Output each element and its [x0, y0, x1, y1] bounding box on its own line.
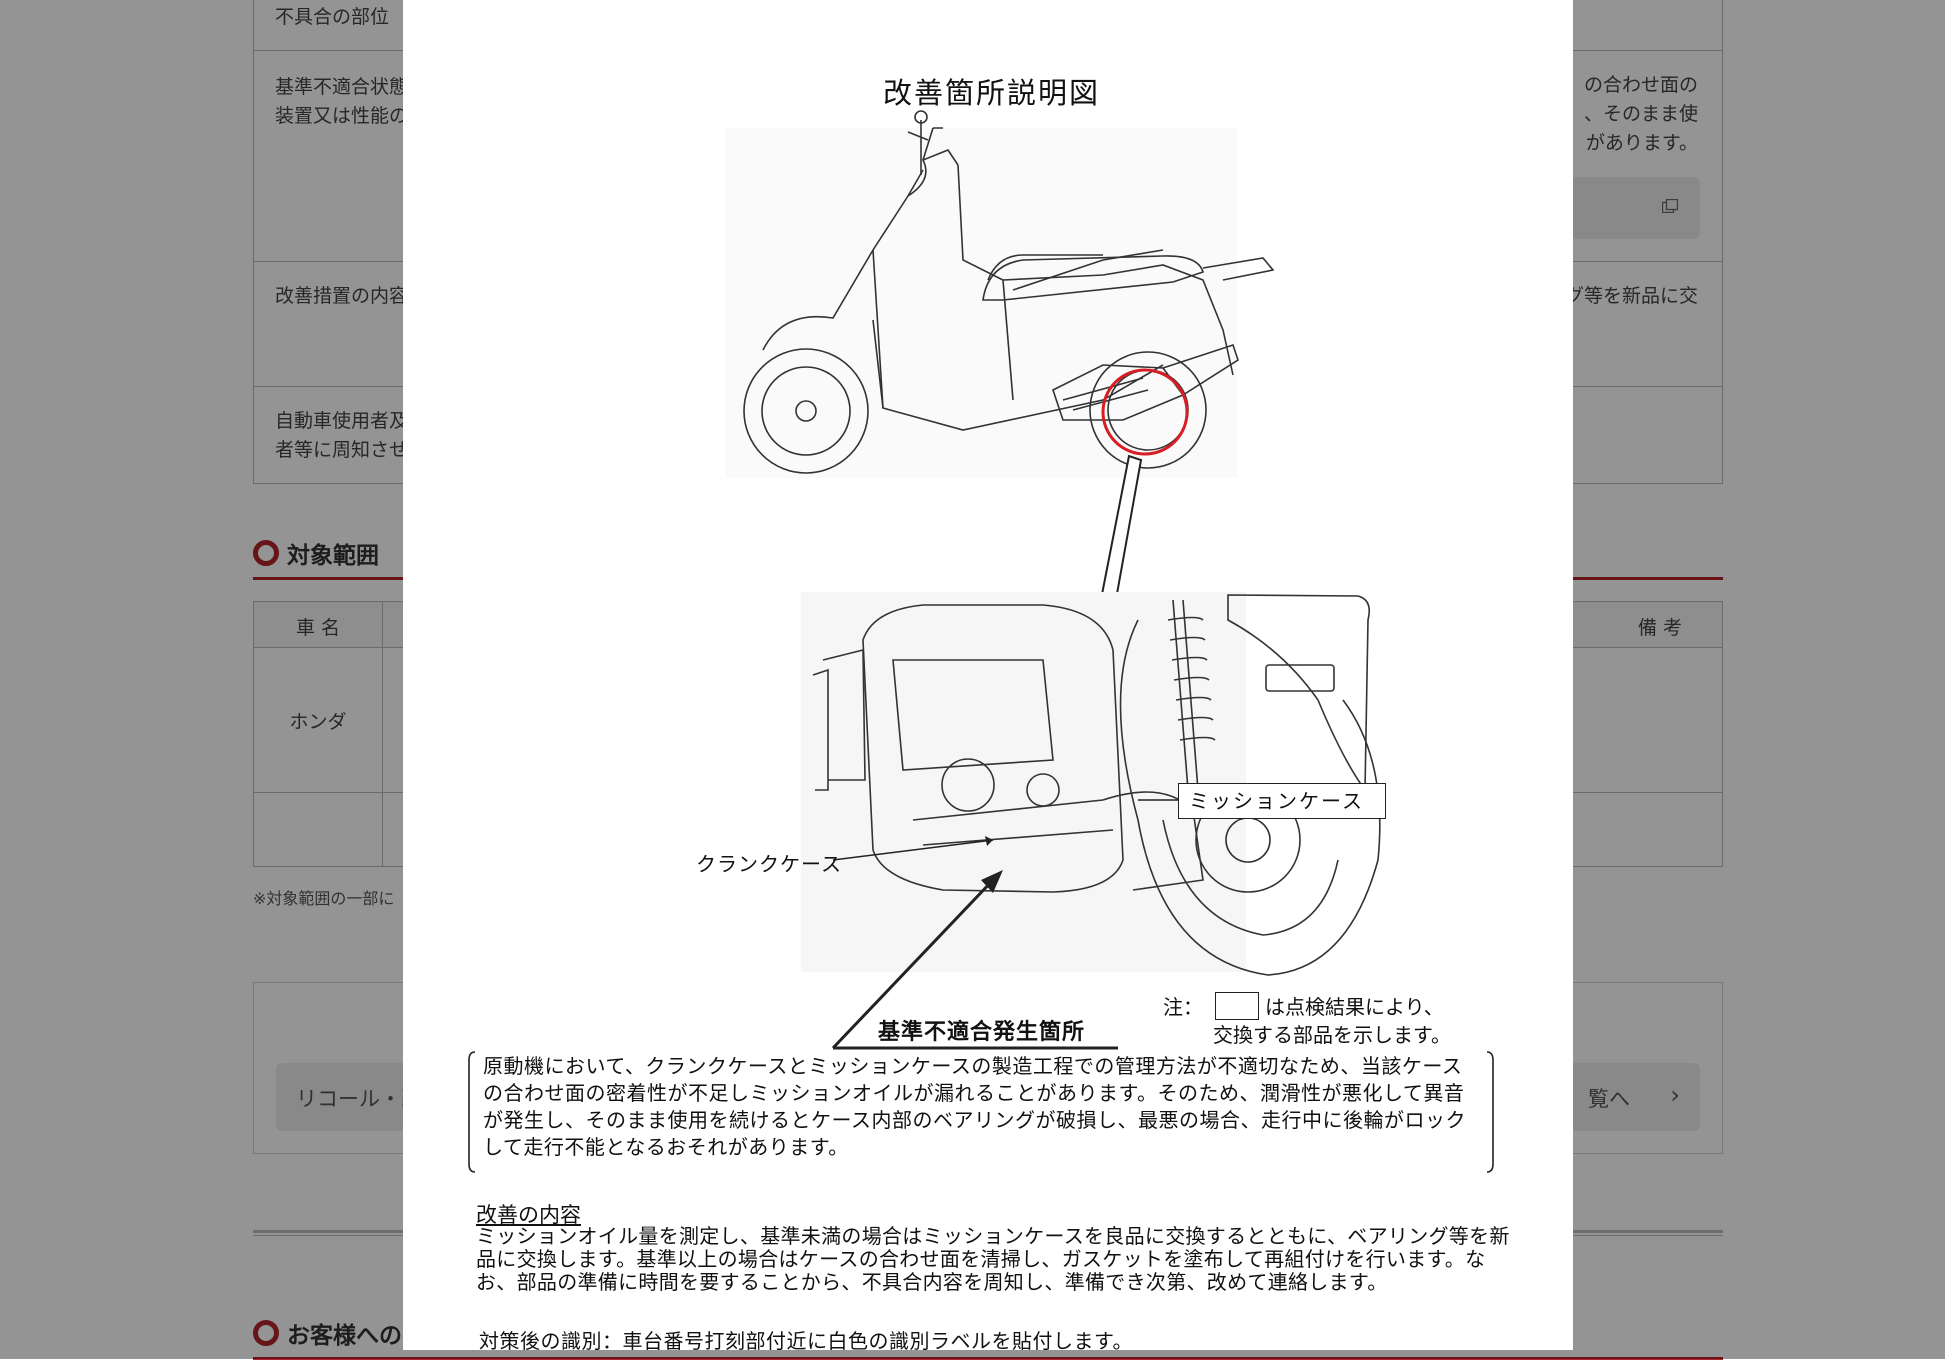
defect-description: 原動機において、クランクケースとミッションケースの製造工程での管理方法が不適切な…: [483, 1054, 1466, 1159]
section-title: お客様への: [287, 1323, 402, 1349]
row-label: 不具合の部位: [275, 6, 390, 28]
crank-case-label: クランクケース: [696, 852, 842, 876]
maker-cell: ホンダ: [289, 711, 347, 733]
note-line-2: 交換する部品を示します。: [1213, 1023, 1451, 1047]
crank-case-leader: [832, 839, 994, 861]
bracket-left: [468, 1051, 476, 1173]
ng-location-arrow: [831, 870, 1118, 1050]
circle-bullet-icon: [253, 540, 279, 566]
row-label: 基準不適合状態 装置又は性能の: [275, 76, 409, 127]
mission-case-label: ミッションケース: [1178, 783, 1386, 819]
chevron-right-icon: ›: [1670, 1081, 1680, 1109]
fix-description: ミッションオイル量を測定し、基準未満の場合はミッションケースを良品に交換するとと…: [476, 1224, 1510, 1294]
column-header-name: 車 名: [295, 617, 341, 639]
diagram-title: 改善箇所説明図: [883, 76, 1101, 110]
ng-location-label: 基準不適合発生箇所: [878, 1020, 1086, 1045]
section-title: 対象範囲: [287, 543, 379, 569]
circle-bullet-icon: [253, 1320, 279, 1346]
note-prefix: 注：: [1163, 995, 1203, 1019]
bracket-right: [1486, 1051, 1494, 1173]
column-header-remarks: 備 考: [1637, 617, 1682, 639]
note-legend-box: [1215, 992, 1259, 1020]
improvement-diagram: [468, 110, 1494, 1173]
image-lightbox: 改善箇所説明図 ミッションケース クランクケース 注： は点検結果により、 交換…: [403, 0, 1573, 1353]
row-label: 自動車使用者及 者等に周知させ: [275, 410, 409, 461]
scooter-illustration: [725, 110, 1275, 478]
button-label-tail: 覧へ: [1588, 1087, 1630, 1111]
table-footnote: ※対象範囲の一部に: [253, 889, 395, 908]
highlight-circle: [1101, 368, 1189, 456]
row-label: 改善措置の内容: [275, 285, 409, 307]
row-value: グ等を新品に交: [1564, 285, 1698, 307]
column-divider: [382, 602, 383, 866]
engine-closeup-illustration: [801, 592, 1381, 976]
note-line-1: は点検結果により、: [1265, 995, 1444, 1019]
row-value: の合わせ面の 、そのまま使 があります。: [1583, 74, 1698, 154]
button-label: リコール・改: [296, 1087, 422, 1111]
external-window-icon: [1662, 199, 1678, 213]
identification-note: 対策後の識別：車台番号打刻部付近に白色の識別ラベルを貼付します。: [479, 1329, 1133, 1353]
fix-heading: 改善の内容: [476, 1203, 581, 1227]
